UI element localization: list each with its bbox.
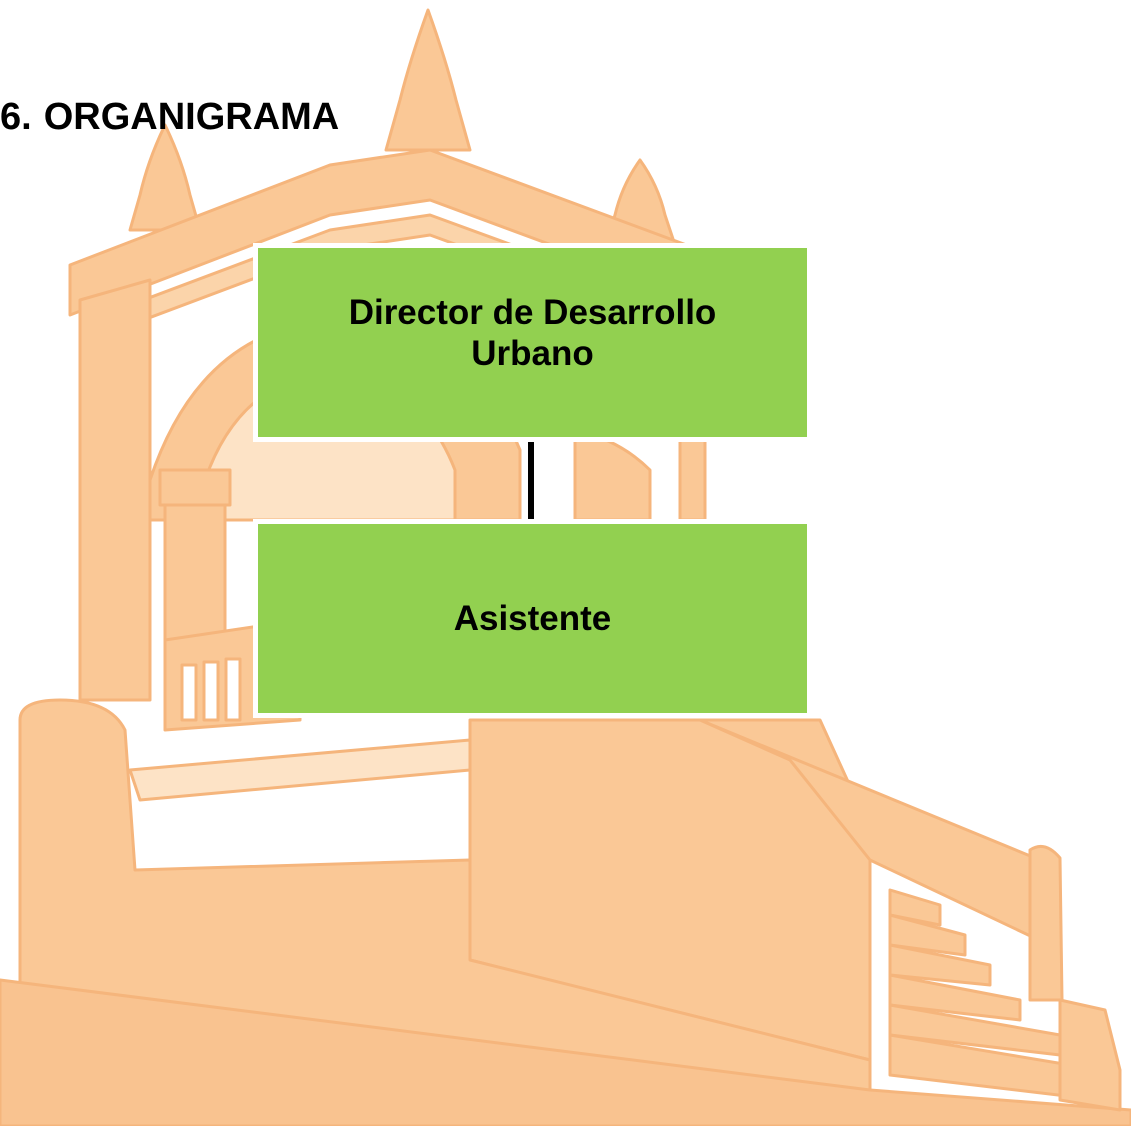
section-number: 6. bbox=[0, 95, 32, 138]
section-title: ORGANIGRAMA bbox=[43, 95, 340, 138]
org-connector-line bbox=[528, 442, 534, 519]
org-node-label: Asistente bbox=[453, 599, 612, 638]
org-node-director: Director de Desarrollo Urbano bbox=[253, 243, 812, 442]
org-node-asistente: Asistente bbox=[253, 519, 812, 718]
section-heading: 6. ORGANIGRAMA bbox=[0, 92, 339, 142]
org-node-label: Director de Desarrollo Urbano bbox=[348, 292, 717, 373]
